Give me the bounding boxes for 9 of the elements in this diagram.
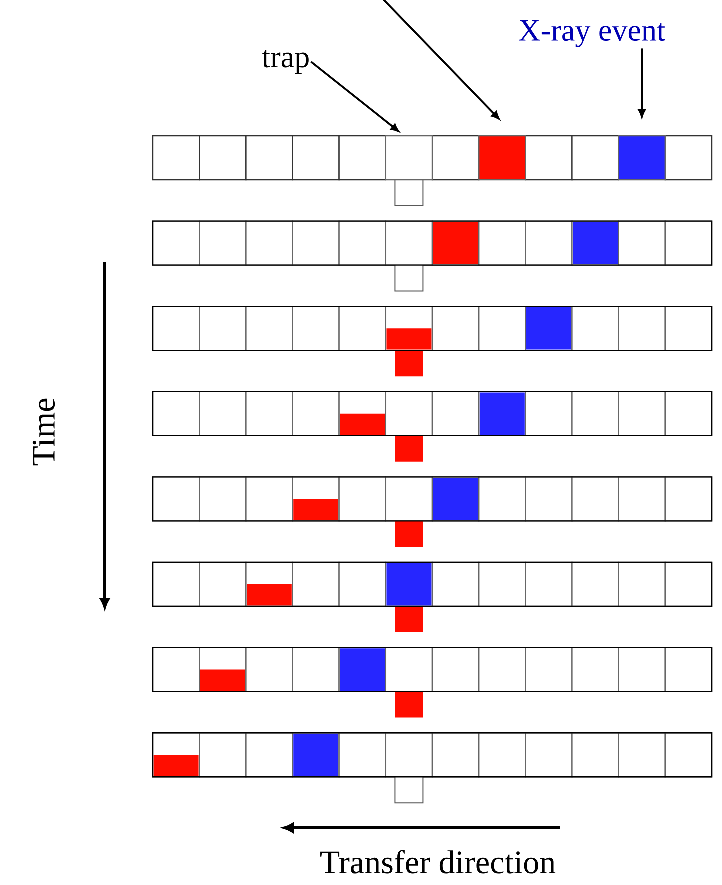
charge-pixel: [478, 135, 526, 181]
event-label: X-ray event: [519, 20, 666, 48]
trap-label: trap: [262, 50, 309, 74]
arrow: [638, 48, 646, 118]
arrow: [310, 61, 400, 132]
event-pixel: [618, 135, 666, 181]
axis-label: Time: [32, 398, 56, 466]
axis-label: Transfer direction: [320, 850, 556, 874]
arrow: [381, 0, 500, 120]
